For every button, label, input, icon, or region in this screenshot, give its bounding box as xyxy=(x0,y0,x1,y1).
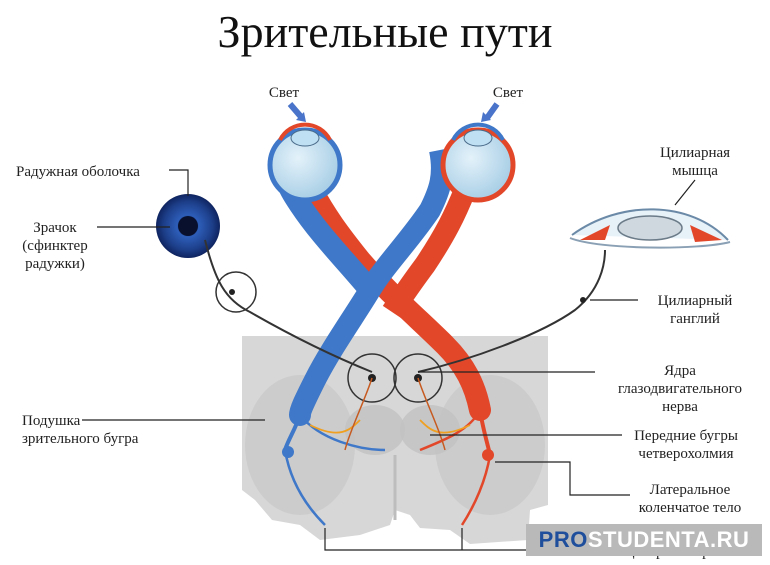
light-arrow-right xyxy=(481,102,500,122)
label-colliculi-line2: четверохолмия xyxy=(638,446,733,462)
label-oculomotor-line2: глазодвигательного xyxy=(618,381,742,397)
label-ciliary-ganglion-line1: Цилиарный xyxy=(658,293,733,309)
watermark-part2: STUDENTA.RU xyxy=(587,527,750,552)
ciliary-muscle-illustration xyxy=(569,208,731,249)
label-ciliary-muscle-line1: Цилиарная xyxy=(660,145,730,161)
label-pupil-line2: (сфинктер xyxy=(22,238,87,254)
iris-illustration xyxy=(156,194,220,258)
label-light-right: Свет xyxy=(493,85,524,101)
label-pupil-line3: радужки) xyxy=(25,256,85,272)
label-oculomotor-line3: нерва xyxy=(662,399,698,415)
label-lgn-line2: коленчатое тело xyxy=(639,500,741,516)
label-pupil-line1: Зрачок xyxy=(33,220,77,236)
label-light-left: Свет xyxy=(269,85,300,101)
eye-left xyxy=(267,122,343,203)
watermark-part1: PRO xyxy=(538,527,588,552)
light-arrow-left xyxy=(287,102,306,122)
label-ciliary-ganglion-line2: ганглий xyxy=(670,311,720,327)
eye-right xyxy=(440,122,516,203)
pupillary-reflex-path xyxy=(204,239,606,461)
page-title: Зрительные пути xyxy=(217,6,553,57)
label-iris: Радужная оболочка xyxy=(16,164,140,180)
label-colliculi-line1: Передние бугры xyxy=(634,428,738,444)
label-oculomotor-line1: Ядра xyxy=(664,363,696,379)
label-pulvinar-line2: зрительного бугра xyxy=(22,431,139,447)
label-pulvinar-line1: Подушка xyxy=(22,413,81,429)
label-ciliary-muscle-line2: мышца xyxy=(672,163,718,179)
leader-lines xyxy=(82,169,696,551)
label-lgn-line1: Латеральное xyxy=(650,482,731,498)
watermark-logo: PROSTUDENTA.RU xyxy=(526,524,762,556)
